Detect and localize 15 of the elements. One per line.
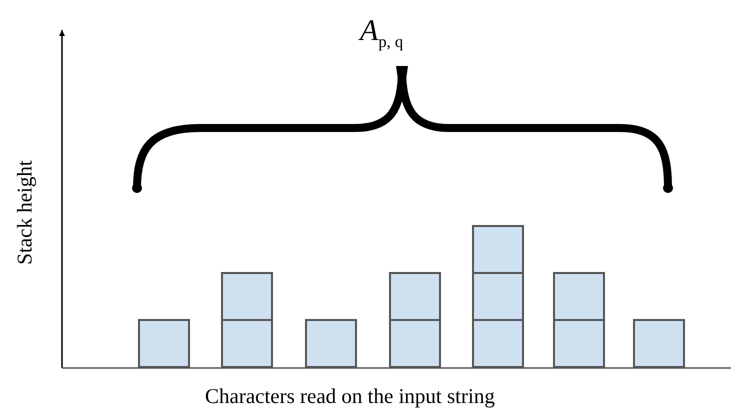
stack-block — [389, 319, 441, 368]
stack-block — [472, 225, 524, 274]
brace-label: A$_{p, q}$ — [360, 14, 404, 52]
stack-block — [138, 319, 190, 368]
stack-block — [221, 319, 273, 368]
y-axis-title: Stack height — [12, 159, 38, 267]
stack-block — [553, 272, 605, 321]
stack-block — [472, 272, 524, 321]
stack-block — [389, 272, 441, 321]
stack-block — [553, 319, 605, 368]
stack-block — [633, 319, 685, 368]
stack-block — [472, 319, 524, 368]
stack-block — [305, 319, 357, 368]
stack-block — [221, 272, 273, 321]
x-axis-title: Characters read on the input string — [205, 384, 495, 409]
